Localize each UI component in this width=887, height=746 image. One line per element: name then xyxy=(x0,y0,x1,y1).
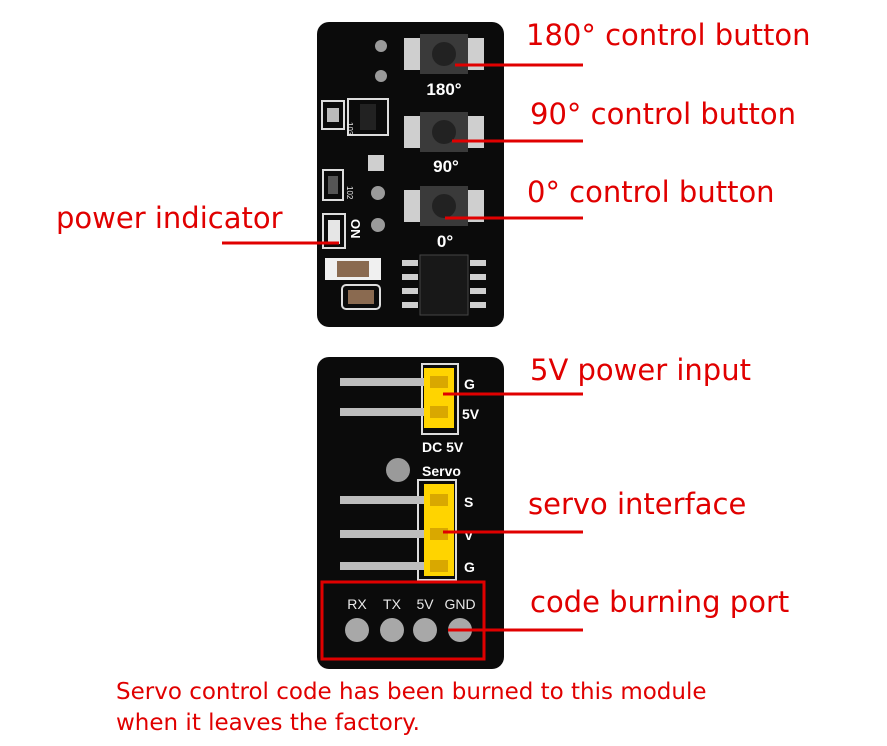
silk-v: V xyxy=(464,527,474,543)
factory-note-line1: Servo control code has been burned to th… xyxy=(116,679,707,705)
factory-note: Servo control code has been burned to th… xyxy=(116,677,816,739)
factory-note-line2: when it leaves the factory. xyxy=(116,710,420,736)
button-90 xyxy=(404,112,484,152)
button-180 xyxy=(404,34,484,74)
silk-s: S xyxy=(464,494,473,510)
label-0-button: 0° control button xyxy=(527,175,775,209)
silk-rx: RX xyxy=(347,596,367,612)
silk-p5v: 5V xyxy=(416,596,434,612)
silk-g: G xyxy=(464,376,475,392)
top-pcb: 103 102 ON 180° 90° xyxy=(317,22,504,327)
label-code-burning-port: code burning port xyxy=(530,585,790,619)
pad-5v xyxy=(413,618,437,642)
silk-5v: 5V xyxy=(462,406,480,422)
silk-0: 0° xyxy=(437,232,453,251)
resistor-label-1: 103 xyxy=(345,122,354,136)
silk-servo: Servo xyxy=(422,463,461,479)
resistor-label-2: 102 xyxy=(345,186,354,200)
silk-dc5v: DC 5V xyxy=(422,439,464,455)
label-power-indicator: power indicator xyxy=(56,201,283,235)
silk-tx: TX xyxy=(383,596,402,612)
silk-gnd: GND xyxy=(444,596,475,612)
silk-sg: G xyxy=(464,559,475,575)
label-90-button: 90° control button xyxy=(530,97,797,131)
burning-port-highlight xyxy=(320,580,486,661)
silk-on: ON xyxy=(348,219,363,239)
silk-90: 90° xyxy=(433,157,459,176)
silk-180: 180° xyxy=(426,80,461,99)
bottom-pcb: G 5V DC 5V Servo S V G RX TX 5V GND xyxy=(317,357,504,669)
label-180-button: 180° control button xyxy=(526,18,811,52)
leader-lines xyxy=(222,63,583,632)
button-0 xyxy=(404,186,484,226)
label-servo-interface: servo interface xyxy=(528,487,747,521)
label-power-input: 5V power input xyxy=(530,353,751,387)
pad-tx xyxy=(380,618,404,642)
pad-rx xyxy=(345,618,369,642)
